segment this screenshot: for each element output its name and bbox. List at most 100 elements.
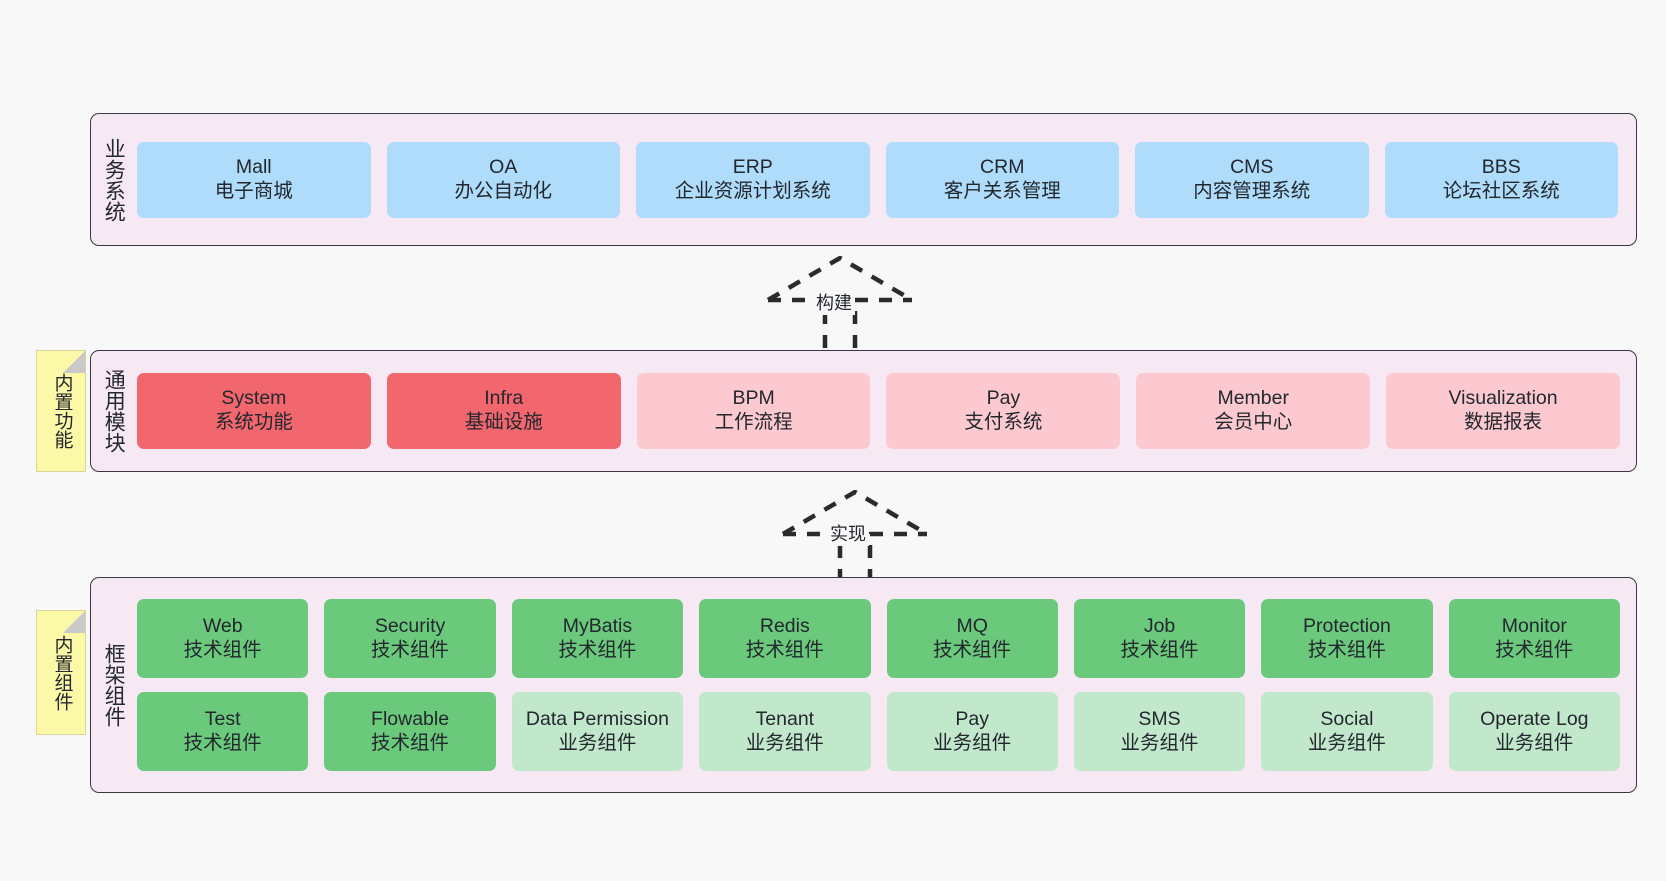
layer-business-systems: 业务系统 Mall 电子商城 OA 办公自动化 ERP 企业资源计划系统 CRM…: [90, 113, 1637, 246]
node-operate-log[interactable]: Operate Log 业务组件: [1448, 692, 1620, 771]
node-desc: 技术组件: [1120, 638, 1199, 661]
node-desc: 技术组件: [183, 638, 262, 661]
node-name: BPM: [732, 387, 775, 410]
node-desc: 支付系统: [964, 411, 1043, 433]
node-pay[interactable]: Pay 支付系统: [886, 373, 1121, 449]
layer-title-business-systems: 业务系统: [102, 137, 126, 222]
layer-common-modules: 通用模块 System 系统功能 Infra 基础设施 BPM 工作流程 Pay…: [90, 350, 1637, 472]
node-desc: 技术组件: [183, 731, 262, 754]
node-desc: 业务组件: [1120, 731, 1199, 754]
node-bpm[interactable]: BPM 工作流程: [636, 373, 871, 449]
node-erp[interactable]: ERP 企业资源计划系统: [636, 141, 870, 218]
node-row: System 系统功能 Infra 基础设施 BPM 工作流程 Pay 支付系统…: [137, 373, 1620, 449]
node-desc: 电子商城: [214, 179, 293, 202]
node-test[interactable]: Test 技术组件: [137, 692, 309, 771]
node-monitor[interactable]: Monitor 技术组件: [1448, 599, 1620, 678]
node-desc: 会员中心: [1214, 411, 1293, 433]
node-visualization[interactable]: Visualization 数据报表: [1386, 373, 1620, 449]
node-name: Tenant: [755, 707, 815, 730]
node-desc: 技术组件: [933, 638, 1012, 661]
sticky-note-label: 内置组件: [51, 634, 73, 711]
node-desc: 业务组件: [1495, 731, 1574, 754]
node-name: Member: [1217, 387, 1289, 410]
node-desc: 技术组件: [1495, 638, 1574, 661]
node-flowable[interactable]: Flowable 技术组件: [324, 692, 496, 771]
node-desc: 业务组件: [558, 731, 637, 754]
sticky-note-builtin-component: 内置组件: [36, 610, 86, 735]
layer-body-common-modules: System 系统功能 Infra 基础设施 BPM 工作流程 Pay 支付系统…: [135, 351, 1636, 471]
node-name: MQ: [956, 614, 988, 637]
sticky-note-builtin-function: 内置功能: [36, 350, 86, 472]
node-name: Job: [1143, 614, 1176, 637]
node-desc: 技术组件: [1307, 638, 1386, 661]
node-infra[interactable]: Infra 基础设施: [386, 373, 621, 449]
node-desc: 客户关系管理: [943, 179, 1061, 202]
layer-framework-components: 框架组件 Web 技术组件 Security 技术组件 MyBatis 技术组件…: [90, 577, 1637, 793]
layer-body-business-systems: Mall 电子商城 OA 办公自动化 ERP 企业资源计划系统 CRM 客户关系…: [135, 114, 1636, 245]
node-name: Protection: [1303, 614, 1391, 637]
node-name: Operate Log: [1480, 707, 1589, 730]
node-row: Test 技术组件 Flowable 技术组件 Data Permission …: [137, 692, 1620, 771]
node-name: Monitor: [1501, 614, 1567, 637]
node-row: Mall 电子商城 OA 办公自动化 ERP 企业资源计划系统 CRM 客户关系…: [137, 141, 1618, 218]
node-desc: 数据报表: [1464, 411, 1543, 433]
arrow-label-implement: 实现: [827, 520, 869, 546]
node-security[interactable]: Security 技术组件: [324, 599, 496, 678]
node-name: Mall: [235, 155, 272, 178]
node-job[interactable]: Job 技术组件: [1073, 599, 1246, 678]
node-oa[interactable]: OA 办公自动化: [386, 141, 620, 218]
node-name: Social: [1320, 707, 1374, 730]
layer-title-framework-components: 框架组件: [102, 643, 126, 727]
node-social[interactable]: Social 业务组件: [1261, 692, 1433, 771]
node-bbs[interactable]: BBS 论坛社区系统: [1384, 141, 1618, 218]
node-desc: 系统功能: [214, 411, 293, 433]
node-name: Web: [202, 614, 243, 637]
node-desc: 办公自动化: [454, 179, 552, 202]
node-mybatis[interactable]: MyBatis 技术组件: [511, 599, 684, 678]
node-desc: 业务组件: [745, 731, 824, 754]
node-name: BBS: [1481, 155, 1521, 178]
node-desc: 技术组件: [371, 731, 450, 754]
node-system[interactable]: System 系统功能: [137, 373, 371, 449]
node-desc: 工作流程: [714, 411, 793, 433]
node-name: SMS: [1138, 707, 1181, 730]
node-name: CMS: [1230, 155, 1274, 178]
node-desc: 企业资源计划系统: [674, 179, 831, 202]
node-name: Infra: [484, 387, 524, 410]
node-name: System: [221, 387, 287, 410]
node-mall[interactable]: Mall 电子商城: [137, 141, 371, 218]
node-desc: 业务组件: [1307, 731, 1386, 754]
node-name: Security: [374, 614, 446, 637]
node-name: OA: [489, 155, 518, 178]
node-name: Pay: [986, 387, 1021, 410]
node-member[interactable]: Member 会员中心: [1136, 373, 1371, 449]
node-desc: 技术组件: [371, 638, 450, 661]
node-web[interactable]: Web 技术组件: [137, 599, 309, 678]
sticky-note-label: 内置功能: [51, 373, 73, 449]
node-desc: 技术组件: [558, 638, 637, 661]
node-name: Pay: [955, 707, 989, 730]
node-cms[interactable]: CMS 内容管理系统: [1135, 141, 1369, 218]
layer-title-common-modules: 通用模块: [102, 369, 126, 453]
node-data-permission[interactable]: Data Permission 业务组件: [511, 692, 684, 771]
node-protection[interactable]: Protection 技术组件: [1261, 599, 1433, 678]
node-pay-business[interactable]: Pay 业务组件: [886, 692, 1058, 771]
node-name: MyBatis: [562, 614, 633, 637]
node-desc: 论坛社区系统: [1442, 179, 1560, 202]
node-row: Web 技术组件 Security 技术组件 MyBatis 技术组件 Redi…: [137, 599, 1620, 678]
node-desc: 基础设施: [464, 411, 543, 433]
node-sms[interactable]: SMS 业务组件: [1073, 692, 1246, 771]
node-name: Data Permission: [525, 707, 669, 730]
node-tenant[interactable]: Tenant 业务组件: [699, 692, 871, 771]
node-name: Visualization: [1448, 387, 1558, 410]
node-desc: 内容管理系统: [1193, 179, 1311, 202]
node-name: ERP: [732, 155, 773, 178]
node-crm[interactable]: CRM 客户关系管理: [885, 141, 1119, 218]
node-name: CRM: [980, 155, 1025, 178]
layer-body-framework-components: Web 技术组件 Security 技术组件 MyBatis 技术组件 Redi…: [135, 578, 1636, 792]
node-redis[interactable]: Redis 技术组件: [699, 599, 871, 678]
node-name: Flowable: [371, 707, 450, 730]
node-name: Test: [204, 707, 241, 730]
node-mq[interactable]: MQ 技术组件: [886, 599, 1058, 678]
